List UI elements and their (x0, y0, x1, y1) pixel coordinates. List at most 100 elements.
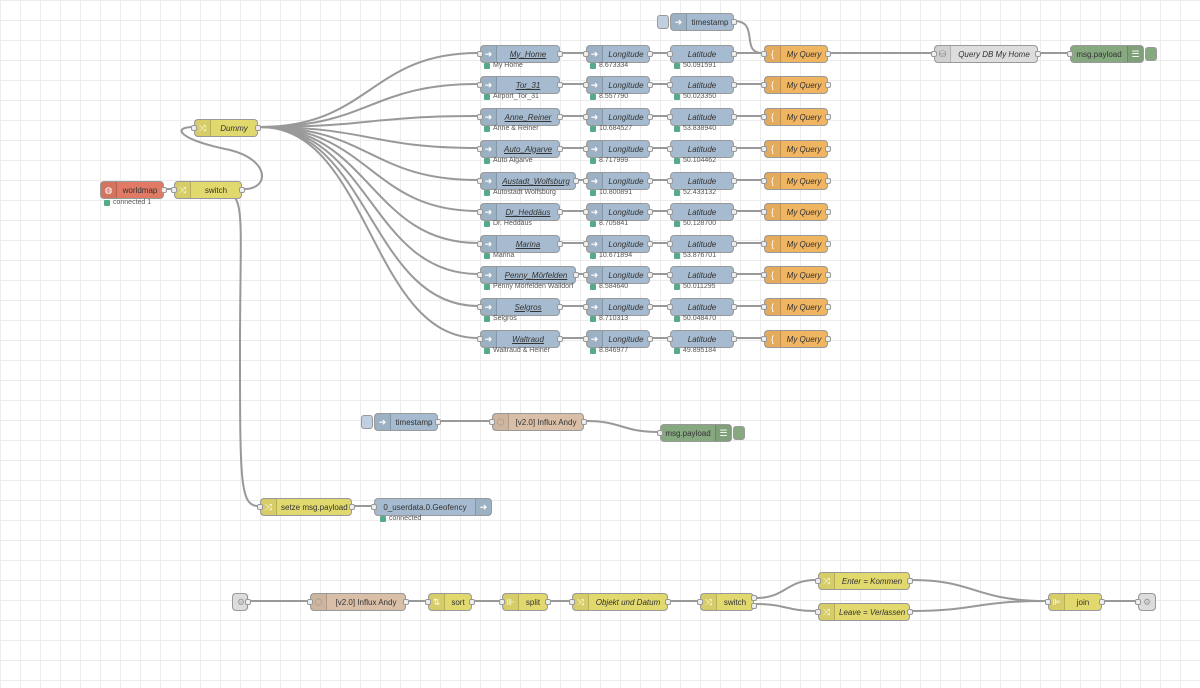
input-port[interactable] (667, 336, 673, 342)
my-query-node[interactable]: { My Query (761, 140, 831, 158)
sort-node[interactable]: ⇅ sort (425, 593, 475, 611)
input-port[interactable] (667, 82, 673, 88)
influx-node-bottom[interactable]: ⬡ [v2.0] Influx Andy (307, 593, 409, 611)
input-port[interactable] (583, 241, 589, 247)
longitude-node[interactable]: ➜ Longitude (583, 76, 653, 94)
output-port[interactable] (731, 304, 737, 310)
latitude-node[interactable]: Latitude (667, 45, 737, 63)
output-port[interactable] (557, 114, 563, 120)
output-port[interactable] (731, 209, 737, 215)
input-port[interactable] (477, 82, 483, 88)
output-port[interactable] (731, 272, 737, 278)
input-port[interactable] (931, 51, 937, 57)
my-query-node[interactable]: { My Query (761, 266, 831, 284)
link-out-node[interactable]: ⚙ (1135, 593, 1156, 611)
latitude-node[interactable]: Latitude (667, 140, 737, 158)
output-port[interactable] (825, 241, 831, 247)
input-port[interactable] (667, 272, 673, 278)
input-port[interactable] (583, 272, 589, 278)
output-port[interactable] (907, 578, 913, 584)
input-port[interactable] (477, 146, 483, 152)
latitude-node[interactable]: Latitude (667, 298, 737, 316)
output-port[interactable] (573, 178, 579, 184)
output-port[interactable] (469, 599, 475, 605)
my-query-node[interactable]: { My Query (761, 203, 831, 221)
input-port[interactable] (761, 272, 767, 278)
output-port[interactable] (435, 419, 441, 425)
latitude-node[interactable]: Latitude (667, 266, 737, 284)
output-port[interactable] (825, 146, 831, 152)
longitude-node[interactable]: ➜ Longitude (583, 45, 653, 63)
output-port[interactable] (731, 51, 737, 57)
input-port[interactable] (583, 336, 589, 342)
location-node[interactable]: ➜ Dr_Heddäus (477, 203, 563, 221)
input-port[interactable] (667, 241, 673, 247)
output-port[interactable] (557, 51, 563, 57)
my-query-node[interactable]: { My Query (761, 45, 831, 63)
input-port[interactable] (815, 609, 821, 615)
latitude-node[interactable]: Latitude (667, 203, 737, 221)
input-port[interactable] (667, 51, 673, 57)
input-port[interactable] (761, 304, 767, 310)
output-port[interactable] (557, 241, 563, 247)
input-port[interactable] (583, 178, 589, 184)
input-port[interactable] (761, 51, 767, 57)
input-port[interactable] (583, 82, 589, 88)
dummy-node[interactable]: ⤨ Dummy (191, 119, 261, 137)
output-port[interactable] (825, 51, 831, 57)
input-port[interactable] (1135, 599, 1141, 605)
my-query-node[interactable]: { My Query (761, 330, 831, 348)
output-port[interactable] (825, 82, 831, 88)
longitude-node[interactable]: ➜ Longitude (583, 330, 653, 348)
location-node[interactable]: ➜ Selgros (477, 298, 563, 316)
output-port[interactable] (647, 304, 653, 310)
my-query-node[interactable]: { My Query (761, 298, 831, 316)
latitude-node[interactable]: Latitude (667, 76, 737, 94)
debug-node-1[interactable]: msg.payload ☰ (1067, 45, 1157, 63)
output-port[interactable] (1035, 51, 1041, 57)
inject-node-timestamp-top[interactable]: ➜ timestamp (657, 13, 737, 31)
input-port[interactable] (171, 187, 177, 193)
longitude-node[interactable]: ➜ Longitude (583, 298, 653, 316)
output-port[interactable] (647, 146, 653, 152)
split-node[interactable]: ⊪ split (499, 593, 551, 611)
output-port[interactable] (647, 51, 653, 57)
input-port[interactable] (191, 125, 197, 131)
output-port[interactable] (731, 114, 737, 120)
output-port[interactable] (573, 272, 579, 278)
longitude-node[interactable]: ➜ Longitude (583, 108, 653, 126)
switch-node-bottom[interactable]: ⤨ switch (697, 593, 757, 611)
input-port[interactable] (583, 114, 589, 120)
input-port[interactable] (667, 146, 673, 152)
output-port[interactable] (647, 209, 653, 215)
output-port[interactable] (647, 241, 653, 247)
latitude-node[interactable]: Latitude (667, 330, 737, 348)
output-port[interactable] (545, 599, 551, 605)
output-port[interactable] (731, 82, 737, 88)
location-node[interactable]: ➜ Tor_31 (477, 76, 563, 94)
output-port[interactable] (825, 178, 831, 184)
output-port[interactable] (239, 187, 245, 193)
output-port[interactable] (825, 209, 831, 215)
input-port[interactable] (583, 304, 589, 310)
query-db-node[interactable]: ⛁ Query DB My Home (931, 45, 1041, 63)
debug-toggle-button[interactable] (733, 426, 745, 440)
input-port[interactable] (583, 209, 589, 215)
longitude-node[interactable]: ➜ Longitude (583, 203, 653, 221)
objekt-datum-node[interactable]: ⤨ Objekt und Datum (569, 593, 671, 611)
output-port[interactable] (907, 609, 913, 615)
location-node[interactable]: ➜ Anne_Reiner (477, 108, 563, 126)
output-port[interactable] (825, 114, 831, 120)
input-port[interactable] (257, 504, 263, 510)
output-port[interactable] (557, 209, 563, 215)
longitude-node[interactable]: ➜ Longitude (583, 172, 653, 190)
input-port[interactable] (477, 51, 483, 57)
input-port[interactable] (477, 304, 483, 310)
my-query-node[interactable]: { My Query (761, 235, 831, 253)
location-node[interactable]: ➜ My_Home (477, 45, 563, 63)
input-port[interactable] (477, 336, 483, 342)
input-port[interactable] (667, 114, 673, 120)
output-port[interactable] (245, 599, 251, 605)
input-port[interactable] (697, 599, 703, 605)
input-port[interactable] (499, 599, 505, 605)
